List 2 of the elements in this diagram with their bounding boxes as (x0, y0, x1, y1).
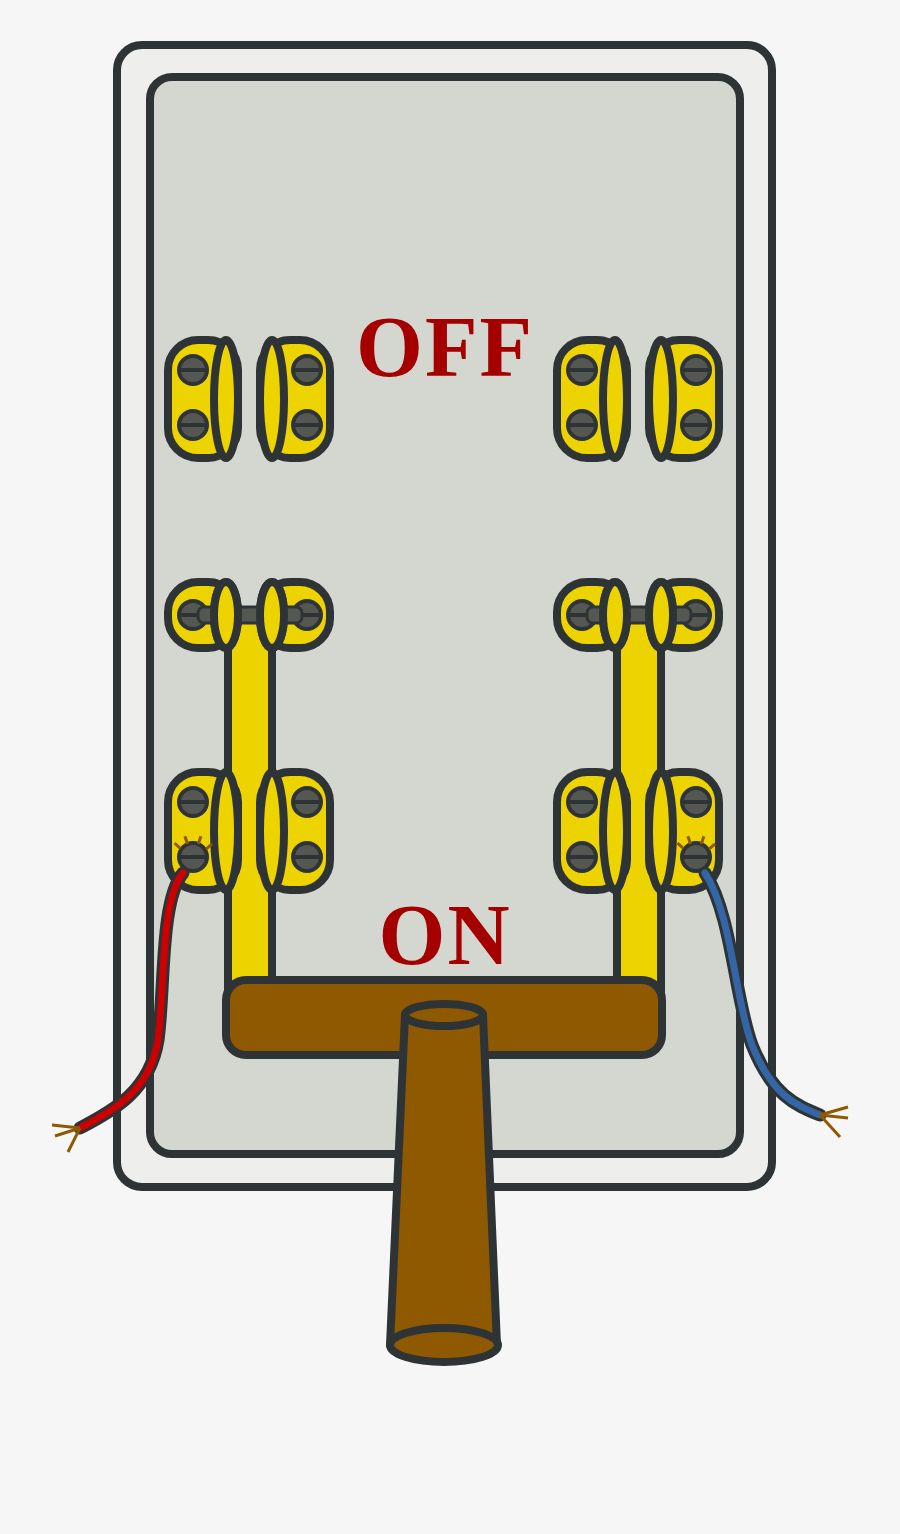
switch-state-label: ON (378, 892, 512, 978)
switch-state-label: OFF (356, 304, 534, 390)
